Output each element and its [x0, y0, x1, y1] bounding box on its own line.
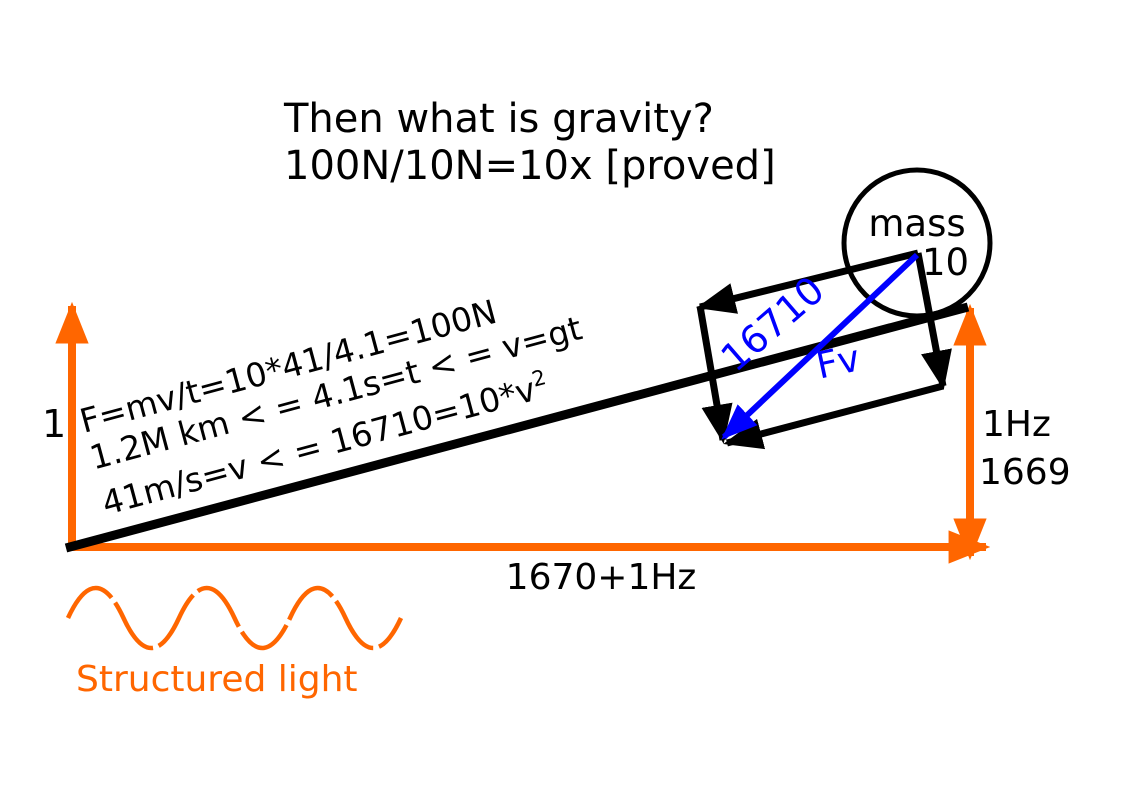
mass-label: mass	[868, 202, 966, 245]
force-vector-name: Fv	[812, 336, 864, 388]
force-vector-arrow	[721, 252, 920, 440]
title: Then what is gravity? 100N/10N=10x [prov…	[284, 96, 776, 190]
parallelogram-left-arrow	[696, 305, 733, 444]
parallelogram-bottom-arrow	[723, 382, 944, 450]
title-line1: Then what is gravity?	[284, 96, 714, 142]
title-line2: 100N/10N=10x [proved]	[284, 143, 776, 189]
sine-wave	[65, 585, 404, 651]
mass-value: 10	[922, 241, 970, 284]
right-axis-label-frequency: 1Hz	[982, 404, 1051, 445]
bottom-axis-label: 1670+1Hz	[505, 557, 697, 598]
parallelogram-top-arrow	[696, 249, 919, 314]
mass-circle	[841, 167, 993, 319]
structured-light-label: Structured light	[76, 659, 358, 700]
parallelogram-right-arrow	[914, 252, 952, 390]
left-axis-label: 1	[42, 402, 67, 446]
right-axis-label-value: 1669	[979, 452, 1071, 493]
